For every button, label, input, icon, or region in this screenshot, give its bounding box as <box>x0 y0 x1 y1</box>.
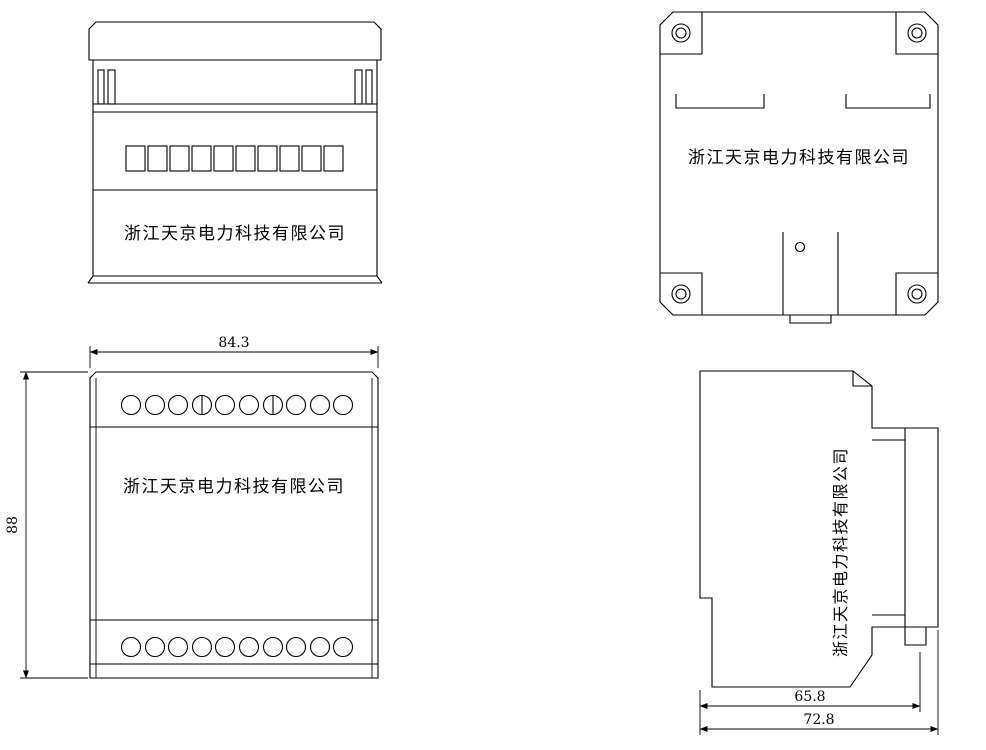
company-name-front-dim: 浙江天京电力科技有限公司 <box>123 477 345 497</box>
vent-slot <box>97 69 105 105</box>
pilot-hole <box>794 241 806 253</box>
terminal-window <box>257 145 278 172</box>
terminal-window <box>235 145 256 172</box>
front-top-cap <box>88 21 382 61</box>
front-dim-outline <box>89 371 379 679</box>
width-dimension-label: 84.3 <box>218 335 249 351</box>
terminal-circle <box>285 394 307 416</box>
screw-hole-inner <box>911 288 923 300</box>
terminal-window <box>169 145 190 172</box>
top-chamfer-facet <box>852 371 872 387</box>
screw-hole-inner <box>675 288 687 300</box>
screw-hole <box>671 284 691 304</box>
side-view: 浙江天京电力科技有限公司 65.8 72.8 <box>699 370 939 735</box>
back-view: 浙江天京电力科技有限公司 <box>659 11 939 324</box>
terminal-window <box>279 145 300 172</box>
terminal-circle <box>238 394 260 416</box>
company-name-side: 浙江天京电力科技有限公司 <box>831 447 850 657</box>
back-outline <box>659 11 939 316</box>
side-outline <box>699 370 939 688</box>
terminal-window <box>147 145 168 172</box>
din-latch <box>904 627 927 646</box>
height-dimension-label: 88 <box>5 516 21 534</box>
screw-hole <box>907 23 927 43</box>
vent-slot <box>107 69 116 105</box>
terminal-circle <box>332 636 354 658</box>
front-band-lines <box>93 103 377 113</box>
terminal-circle <box>214 636 236 658</box>
inner-border-lines <box>95 378 373 678</box>
terminal-circle <box>144 394 166 416</box>
screw-hole-inner <box>675 27 687 39</box>
vent-slot <box>354 69 363 105</box>
screw-hole <box>671 23 691 43</box>
front-body-sides <box>92 60 378 276</box>
terminal-circle <box>285 636 307 658</box>
terminal-circle <box>120 394 142 416</box>
terminal-circle <box>167 394 189 416</box>
din-rail-plate-lines <box>872 428 906 627</box>
terminal-circle <box>309 394 331 416</box>
front-view: 浙江天京电力科技有限公司 <box>87 21 383 284</box>
depth-inner-dimension-label: 65.8 <box>794 689 825 705</box>
terminal-circle <box>144 636 166 658</box>
company-name-front: 浙江天京电力科技有限公司 <box>124 224 346 244</box>
corner-boss-lines <box>660 12 938 315</box>
terminal-circle <box>214 394 236 416</box>
screw-hole <box>907 284 927 304</box>
terminal-circle <box>120 636 142 658</box>
height-extension-lines <box>20 371 88 679</box>
terminal-band-lines <box>90 426 378 665</box>
din-clip-back <box>782 232 839 324</box>
terminal-window <box>301 145 322 172</box>
screw-slot-lines <box>201 395 274 415</box>
front-base <box>87 275 383 284</box>
terminal-circle <box>332 394 354 416</box>
screw-hole-inner <box>911 27 923 39</box>
terminal-circle <box>309 636 331 658</box>
mounting-notches <box>675 94 931 109</box>
company-name-back: 浙江天京电力科技有限公司 <box>688 148 910 168</box>
depth-overall-dimension-label: 72.8 <box>803 712 834 728</box>
dimensioned-front-view: 浙江天京电力科技有限公司 84.3 88 <box>5 335 379 679</box>
terminal-circle <box>238 636 260 658</box>
terminal-window <box>191 145 212 172</box>
terminal-window <box>125 145 146 172</box>
terminal-window <box>213 145 234 172</box>
vent-slot <box>365 69 373 105</box>
terminal-window <box>323 145 344 172</box>
terminal-circle <box>262 636 284 658</box>
terminal-circle <box>167 636 189 658</box>
terminal-circle <box>191 636 213 658</box>
